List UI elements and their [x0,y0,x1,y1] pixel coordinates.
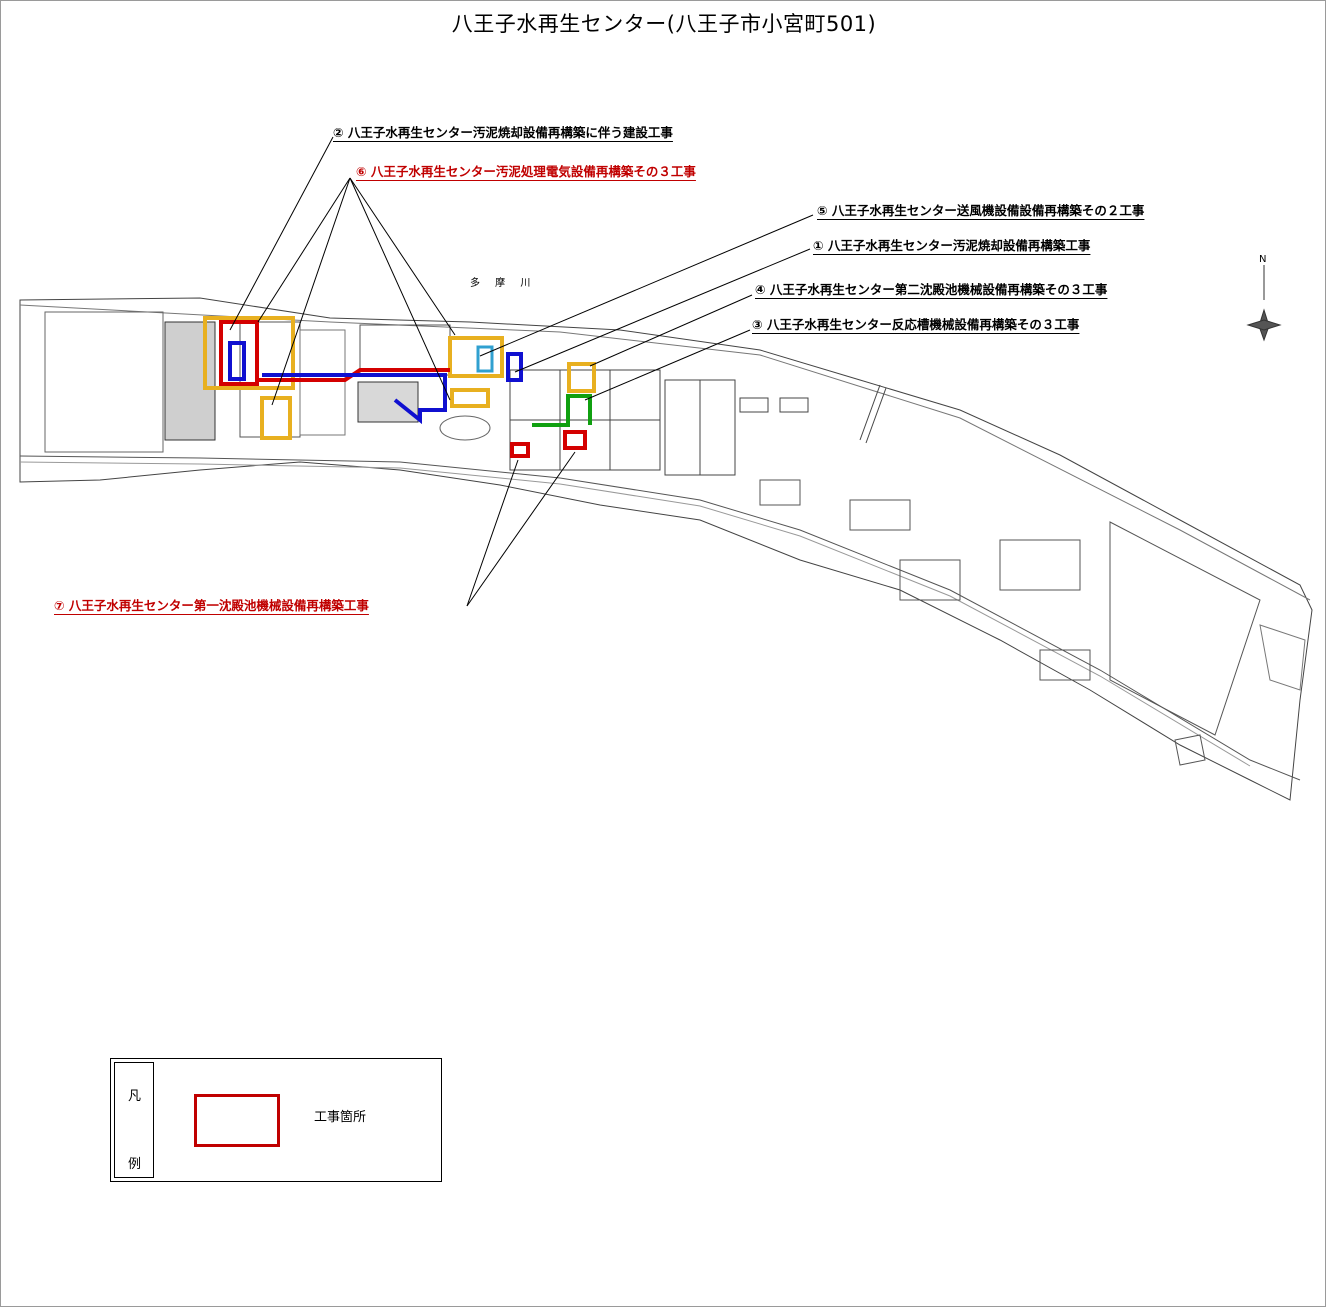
area-orange-5 [567,362,596,393]
compass-rose [1246,265,1282,342]
project-label-2: ② 八王子水再生センター汚泥焼却設備再構築に伴う建設工事 [333,125,673,140]
area-red-1 [219,320,259,386]
area-blue-1 [228,341,246,381]
road-line [19,455,1301,781]
project-label-7: ⑦ 八王子水再生センター第一沈殿池機械設備再構築工事 [54,598,369,613]
legend-box: 凡 例 工事箇所 [110,1058,442,1182]
area-green-1 [532,394,592,427]
area-orange-4 [450,388,490,408]
legend-heading-top: 凡 [128,1089,142,1104]
legend-heading: 凡 例 [114,1062,154,1178]
legend-item-label: 工事箇所 [314,1110,367,1125]
project-label-3: ③ 八王子水再生センター反応槽機械設備再構築その３工事 [752,317,1080,332]
compass-north-label: N [1259,254,1267,265]
left-basin [44,311,164,453]
area-orange-2 [260,396,292,440]
project-label-6: ⑥ 八王子水再生センター汚泥処理電気設備再構築その３工事 [356,164,696,179]
area-blue-2 [506,352,523,382]
page-title: 八王子水再生センター(八王子市小宮町501) [451,12,877,36]
empty-lot [1109,521,1261,736]
legend-heading-bottom: 例 [128,1157,142,1172]
project-label-5: ⑤ 八王子水再生センター送風機設備設備再構築その２工事 [817,203,1145,218]
area-red-2 [510,442,530,458]
area-red-3 [563,430,587,450]
area-orange-3 [448,336,504,378]
river-bank [19,304,1311,601]
area-cyan-1 [476,345,494,373]
river-name: 多 摩 川 [470,278,537,289]
facility-block [164,321,216,441]
area-orange-1 [203,316,295,390]
legend-red-swatch [194,1094,280,1147]
project-label-4: ④ 八王子水再生センター第二沈殿池機械設備再構築その３工事 [755,282,1108,297]
area-blue-cable [262,373,447,425]
project-label-1: ① 八王子水再生センター汚泥焼却設備再構築工事 [813,238,1091,253]
